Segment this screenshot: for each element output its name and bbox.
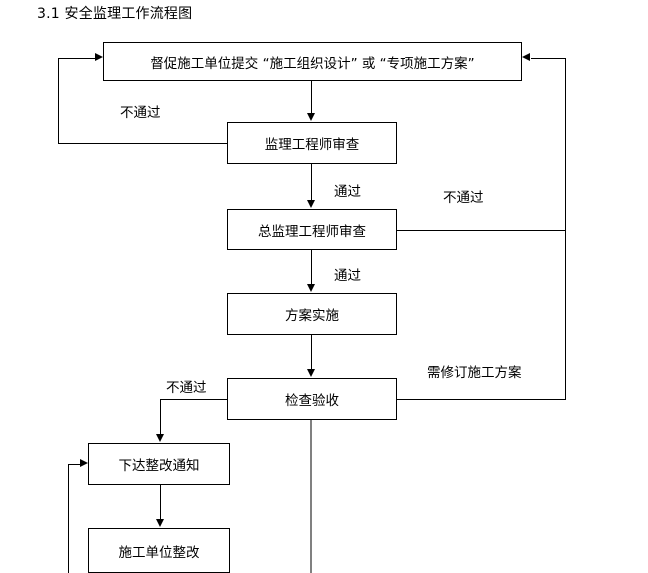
connector-n3-to-n4 bbox=[311, 250, 312, 285]
connector-n4-to-n5 bbox=[311, 335, 312, 369]
connector-n5-revise-horizontal bbox=[397, 399, 566, 400]
connector-n6-to-n7 bbox=[160, 485, 161, 519]
connector-n5-fail-horizontal bbox=[160, 399, 227, 400]
node-inspection-acceptance[interactable]: 检查验收 bbox=[227, 378, 397, 420]
edge-label-pass-2: 通过 bbox=[334, 268, 361, 284]
connector-n5-bottom-continuation bbox=[310, 420, 312, 573]
arrowhead-n3-to-n4 bbox=[307, 284, 315, 292]
edge-label-fail-inspection: 不通过 bbox=[166, 380, 207, 396]
connector-n2-fail-horizontal bbox=[58, 143, 227, 144]
node-chief-supervising-engineer-review[interactable]: 总监理工程师审查 bbox=[227, 209, 397, 250]
connector-n5-fail-vertical bbox=[160, 399, 161, 435]
node-scheme-implementation[interactable]: 方案实施 bbox=[227, 293, 397, 335]
arrowhead-n7-to-n6 bbox=[80, 459, 88, 467]
arrowhead-n1-to-n2 bbox=[307, 113, 315, 121]
edge-label-revise-scheme: 需修订施工方案 bbox=[427, 365, 522, 381]
page-title: 3.1 安全监理工作流程图 bbox=[37, 6, 193, 22]
node-supervising-engineer-review[interactable]: 监理工程师审查 bbox=[227, 122, 397, 164]
edge-label-fail-review-2: 不通过 bbox=[443, 190, 484, 206]
connector-n2-to-n3 bbox=[311, 164, 312, 201]
connector-n2-fail-vertical bbox=[58, 58, 59, 144]
connector-n7-feedback-horizontal bbox=[68, 464, 81, 465]
node-submit-scheme[interactable]: 督促施工单位提交 “施工组织设计” 或 “专项施工方案” bbox=[103, 42, 522, 81]
arrowhead-n5-to-n6 bbox=[156, 434, 164, 442]
arrowhead-n2-to-n1 bbox=[95, 53, 103, 61]
edge-label-fail-review-1: 不通过 bbox=[120, 105, 161, 121]
connector-n5-revise-vertical bbox=[565, 230, 566, 400]
connector-n3-fail-vertical bbox=[565, 58, 566, 231]
node-issue-rectification-notice[interactable]: 下达整改通知 bbox=[88, 443, 230, 485]
connector-n3-fail-horizontal bbox=[397, 230, 566, 231]
arrowhead-n2-to-n3 bbox=[307, 200, 315, 208]
connector-n2-fail-return bbox=[58, 58, 96, 59]
connector-n7-feedback-vertical bbox=[68, 464, 69, 573]
connector-n3-fail-return bbox=[531, 58, 566, 59]
arrowhead-n4-to-n5 bbox=[307, 369, 315, 377]
arrowhead-n3-to-n1 bbox=[522, 53, 530, 61]
connector-n1-to-n2 bbox=[311, 81, 312, 114]
node-contractor-rectification[interactable]: 施工单位整改 bbox=[88, 528, 230, 573]
arrowhead-n6-to-n7 bbox=[156, 519, 164, 527]
edge-label-pass-1: 通过 bbox=[334, 184, 361, 200]
